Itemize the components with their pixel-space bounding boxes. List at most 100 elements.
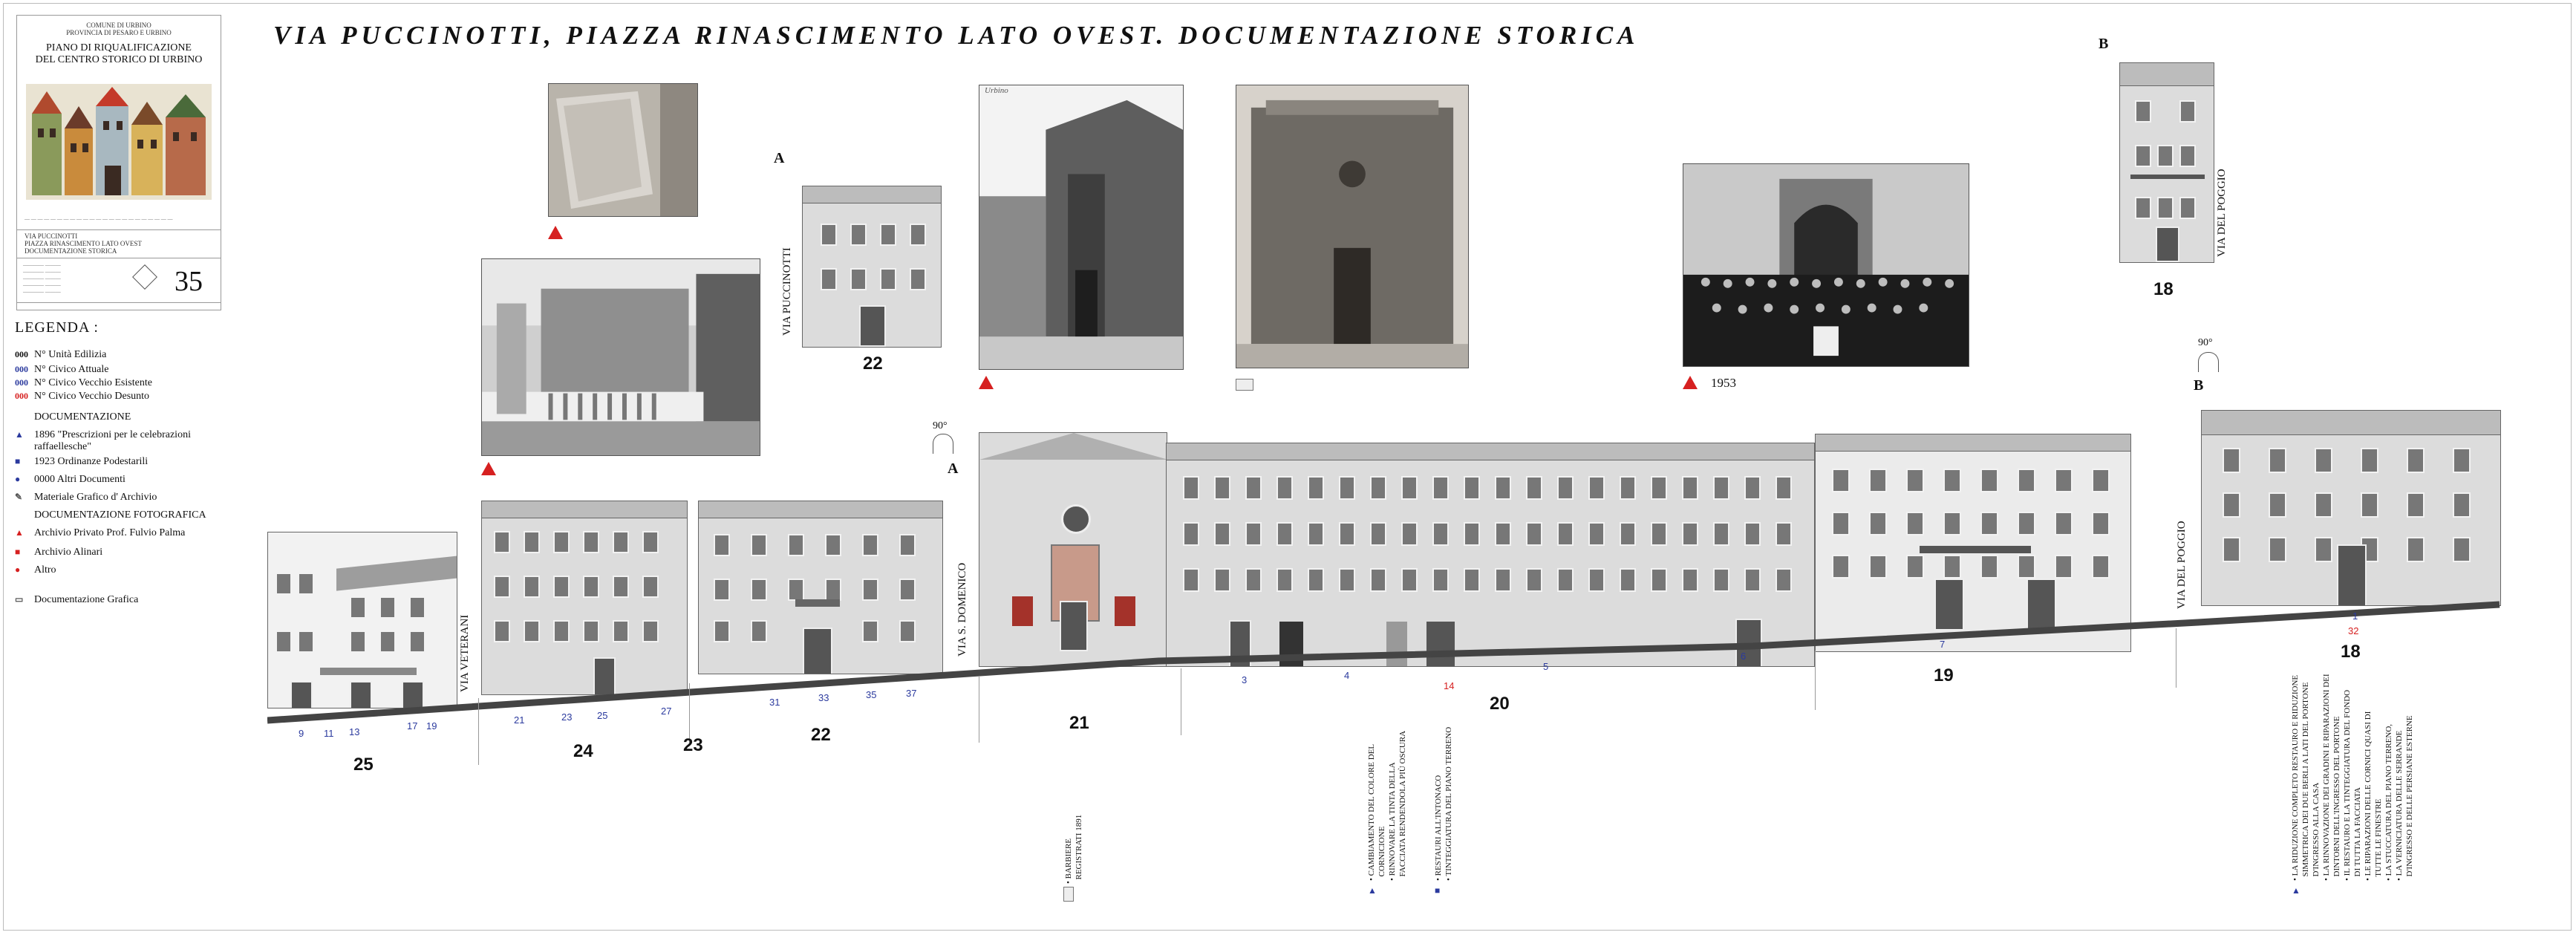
legend-label: 1923 Ordinanze Podestarili (34, 456, 149, 467)
window (1588, 522, 1605, 546)
window (1744, 476, 1761, 500)
legend-label: Archivio Privato Prof. Fulvio Palma (34, 527, 186, 538)
window (1557, 476, 1574, 500)
civic-number: 37 (906, 688, 917, 699)
window (1651, 568, 1667, 592)
window (1776, 568, 1792, 592)
window (2092, 555, 2110, 579)
window (1651, 476, 1667, 500)
legend-symbol: ▲ (15, 429, 24, 440)
street-label-domenico: VIA S. DOMENICO (956, 562, 968, 657)
window (2055, 555, 2073, 579)
legend-label: Archivio Alinari (34, 547, 103, 558)
legend-label: 1896 "Prescrizioni per le celebrazioni r… (34, 429, 191, 452)
window (2269, 492, 2286, 518)
legend-symbol: ● (15, 474, 21, 484)
historic-photo-church (979, 85, 1184, 370)
palma-archive-marker (548, 226, 563, 239)
window (1308, 522, 1324, 546)
window (1776, 476, 1792, 500)
civic-number: 27 (661, 706, 672, 717)
window (1682, 568, 1698, 592)
street-label-puccinotti: VIA PUCCINOTTI (781, 247, 793, 336)
facade-unit-22 (698, 501, 943, 674)
photo-caption-urbino: Urbino (985, 86, 1008, 95)
facade-unit-20 (1166, 443, 1815, 667)
window (1276, 476, 1293, 500)
window (2055, 469, 2073, 492)
photo-year-1953: 1953 (1711, 376, 1736, 390)
plan-title-2: DEL CENTRO STORICO DI URBINO (35, 54, 203, 65)
unit-number: 23 (683, 735, 703, 755)
legend-label: N° Civico Vecchio Desunto (34, 391, 150, 402)
section-mark-b: B (2194, 377, 2204, 394)
angle-arc (933, 434, 953, 454)
window (1832, 469, 1850, 492)
legend-symbol: ● (15, 564, 21, 575)
civic-number: 17 (407, 720, 418, 732)
window (1183, 522, 1199, 546)
window (2092, 512, 2110, 535)
prescription-1896-marker: ▲ (2292, 885, 2301, 896)
graphic-documentation-marker (1236, 379, 1253, 391)
window (1464, 568, 1480, 592)
window (1214, 568, 1230, 592)
section-mark-a: A (774, 150, 785, 166)
window (2223, 448, 2240, 473)
street-label-veterani: VIA VETERANI (459, 614, 471, 692)
sheet-title: VIA PUCCINOTTI, PIAZZA RINASCIMENTO LATO… (273, 21, 1640, 50)
window (1245, 476, 1262, 500)
window (2018, 555, 2035, 579)
window (2269, 448, 2286, 473)
window (1495, 568, 1511, 592)
window (1370, 568, 1386, 592)
facade-unit-24 (481, 501, 688, 695)
legend-label: DOCUMENTAZIONE (34, 411, 131, 423)
elevation-detail-18 (2119, 62, 2214, 263)
graphic-documentation-marker (1063, 887, 1074, 902)
window (1557, 522, 1574, 546)
sheet-number: 35 (175, 266, 203, 297)
legend-item: ▭Documentazione Grafica (15, 594, 138, 606)
palma-archive-marker (1683, 376, 1698, 389)
window (1682, 476, 1698, 500)
window (1588, 568, 1605, 592)
window (1651, 522, 1667, 546)
window (1401, 522, 1418, 546)
window (2407, 537, 2425, 562)
legend-label: Documentazione Grafica (34, 594, 139, 605)
angle-label: 90° (2198, 337, 2213, 348)
civic-number: 5 (1543, 661, 1549, 672)
legend-symbol: ■ (15, 547, 21, 557)
civic-number: 13 (349, 726, 360, 737)
detail-unit-22: 22 (863, 354, 883, 374)
window (1495, 476, 1511, 500)
cartouche-sub-1: VIA PUCCINOTTI (25, 232, 78, 240)
window (1980, 555, 1998, 579)
window (1245, 522, 1262, 546)
legend-label: N° Civico Vecchio Esistente (34, 377, 152, 388)
window (1832, 555, 1850, 579)
window (2223, 492, 2240, 518)
window (1744, 522, 1761, 546)
civic-number: 4 (1344, 670, 1350, 681)
section-mark-a: A (948, 460, 959, 477)
window (1776, 522, 1792, 546)
historic-photo-church-facade (1236, 85, 1469, 368)
window (1339, 476, 1355, 500)
civic-number: 6 (1741, 651, 1747, 662)
civic-number: 23 (561, 711, 573, 723)
town-illustration (26, 84, 212, 200)
window (1620, 476, 1636, 500)
unit-number: 19 (1934, 665, 1954, 685)
window (1370, 476, 1386, 500)
legend-label: Altro (34, 564, 56, 576)
window (1943, 555, 1961, 579)
window (1214, 522, 1230, 546)
civic-number: 21 (514, 714, 525, 726)
civic-number: 1 (2352, 610, 2358, 622)
palma-archive-marker (481, 462, 496, 475)
legend-symbol: ✎ (15, 492, 23, 502)
